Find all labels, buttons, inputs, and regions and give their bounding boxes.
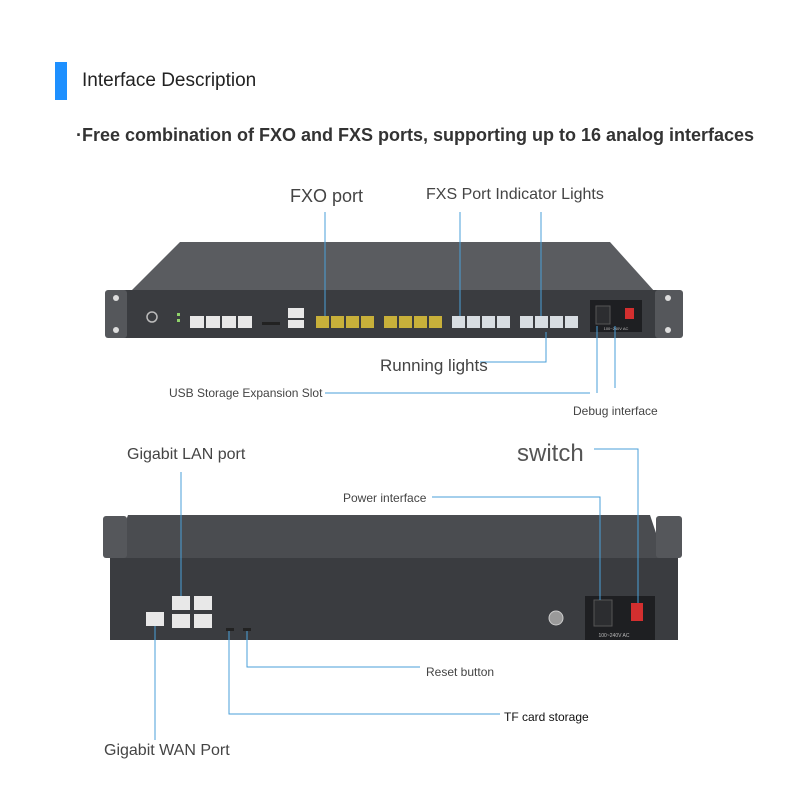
rear-reset-button: [243, 628, 251, 631]
front-lan-ports: [190, 316, 252, 328]
page-title: Interface Description: [82, 70, 257, 91]
rear-ground-screw: [548, 610, 564, 626]
front-power-knob: [146, 311, 158, 323]
front-voltage-label: 100~240V AC: [604, 326, 629, 331]
label-debug-interface: Debug interface: [573, 404, 658, 418]
fxo-ports: [316, 316, 442, 328]
rear-power-switch: [631, 603, 643, 621]
label-fxs-indicator-lights: FXS Port Indicator Lights: [426, 186, 604, 203]
label-gigabit-wan: Gigabit WAN Port: [104, 742, 230, 759]
fxs-ports: [452, 316, 578, 328]
label-power-interface: Power interface: [343, 491, 427, 505]
front-rack-ear-right: [655, 290, 683, 338]
label-running-lights: Running lights: [380, 356, 488, 375]
label-tf-card: TF card storage: [504, 710, 589, 724]
rear-leader-lines: [154, 448, 639, 740]
rear-lan-ports: [172, 596, 212, 628]
rear-wan-port: [146, 612, 164, 626]
front-leader-lines: [324, 212, 616, 394]
label-gigabit-lan: Gigabit LAN port: [127, 446, 246, 463]
front-usb-slot: [262, 322, 280, 325]
label-switch: switch: [517, 440, 584, 467]
front-chassis: [105, 242, 683, 338]
rear-tf-slot: [226, 628, 234, 631]
rear-rack-ear-left: [103, 516, 127, 558]
rear-rack-ear-right: [656, 516, 682, 558]
front-power-switch: [625, 308, 634, 319]
rear-voltage-label: 100~240V AC: [599, 633, 630, 639]
page-subtitle: ·Free combination of FXO and FXS ports, …: [76, 125, 755, 145]
front-rack-ear-left: [105, 290, 127, 338]
label-fxo-port: FXO port: [290, 186, 364, 206]
label-usb-slot: USB Storage Expansion Slot: [169, 386, 323, 400]
rear-chassis: [103, 515, 682, 640]
label-reset-button: Reset button: [426, 665, 495, 679]
header-accent-bar: [55, 62, 67, 100]
